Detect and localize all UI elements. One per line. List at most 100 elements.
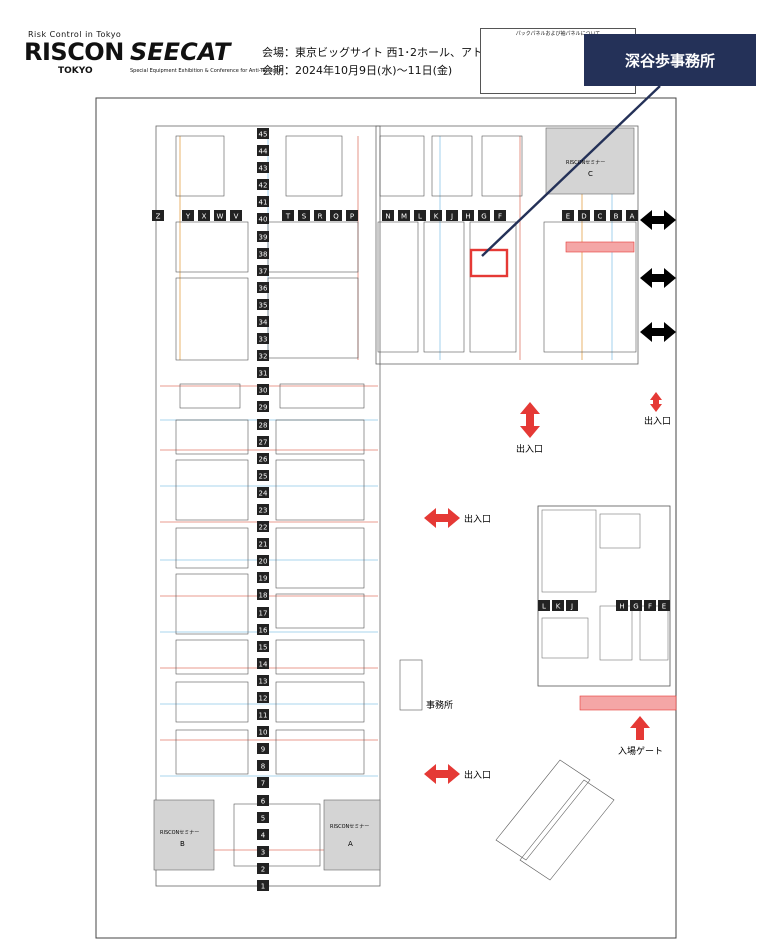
column-letter-P: P (346, 210, 358, 221)
row-number-20: 20 (257, 555, 269, 566)
central-block (233, 803, 321, 867)
hall2-letter-G: G (630, 600, 642, 611)
svg-text:45: 45 (259, 131, 268, 139)
row-number-29: 29 (257, 401, 269, 412)
side-arrows (640, 210, 676, 342)
column-letter-F: F (494, 210, 506, 221)
row-number-28: 28 (257, 419, 269, 430)
hall1-upper-inner (375, 125, 639, 365)
svg-text:2: 2 (261, 866, 265, 874)
row-number-41: 41 (257, 196, 269, 207)
svg-text:39: 39 (259, 234, 268, 242)
booth-callout: 深谷歩事務所 (584, 34, 756, 86)
svg-text:43: 43 (259, 165, 268, 173)
svg-text:K: K (556, 603, 561, 611)
row-number-14: 14 (257, 658, 269, 669)
column-letter-G: G (478, 210, 490, 221)
svg-text:W: W (217, 213, 224, 221)
row-number-16: 16 (257, 624, 269, 635)
svg-text:Z: Z (156, 213, 161, 221)
svg-text:16: 16 (259, 627, 268, 635)
column-letter-K: K (430, 210, 442, 221)
svg-text:E: E (566, 213, 570, 221)
hall2-letter-E: E (658, 600, 670, 611)
seminar-a-letter: A (348, 840, 353, 848)
row-number-3: 3 (257, 846, 269, 857)
svg-text:5: 5 (261, 815, 265, 823)
svg-text:6: 6 (261, 798, 266, 806)
row-number-31: 31 (257, 367, 269, 378)
column-letter-V: V (230, 210, 242, 221)
row-number-8: 8 (257, 760, 269, 771)
svg-text:M: M (401, 213, 407, 221)
entrance-strip (579, 695, 677, 711)
row-number-18: 18 (257, 589, 269, 600)
svg-text:T: T (285, 213, 291, 221)
hall2-letter-H: H (616, 600, 628, 611)
svg-text:31: 31 (259, 370, 268, 378)
row-number-17: 17 (257, 607, 269, 618)
row-number-33: 33 (257, 333, 269, 344)
row-number-40: 40 (257, 213, 269, 224)
svg-text:D: D (581, 213, 586, 221)
svg-text:28: 28 (259, 422, 268, 430)
svg-text:G: G (481, 213, 486, 221)
svg-text:X: X (202, 213, 207, 221)
svg-text:44: 44 (259, 148, 268, 156)
seminar-c-letter: C (588, 170, 593, 178)
svg-text:4: 4 (261, 832, 266, 840)
svg-text:Q: Q (333, 213, 339, 221)
svg-text:14: 14 (259, 661, 268, 669)
office-label: 事務所 (426, 699, 453, 711)
svg-text:15: 15 (259, 644, 268, 652)
exit-label-top: 出入口 (516, 443, 543, 455)
svg-text:32: 32 (259, 353, 268, 361)
entrance-gate-label: 入場ゲート (618, 745, 663, 757)
row-number-15: 15 (257, 641, 269, 652)
row-number-35: 35 (257, 299, 269, 310)
svg-text:29: 29 (259, 404, 268, 412)
svg-text:A: A (630, 213, 635, 221)
row-number-19: 19 (257, 572, 269, 583)
seminar-c-label: RISCONセミナー (566, 160, 605, 166)
svg-text:23: 23 (259, 507, 268, 515)
column-letter-H: H (462, 210, 474, 221)
red-hatched-strip (565, 241, 635, 253)
column-letter-B: B (610, 210, 622, 221)
svg-text:41: 41 (259, 199, 268, 207)
column-letter-Q: Q (330, 210, 342, 221)
svg-text:18: 18 (259, 592, 268, 600)
seminar-area-b (153, 799, 215, 871)
hall1-outline (95, 97, 677, 939)
seminar-a-label: RISCONセミナー (330, 824, 369, 830)
svg-text:B: B (614, 213, 619, 221)
tokyo-logo: TOKYO (58, 66, 93, 76)
row-number-4: 4 (257, 829, 269, 840)
svg-text:34: 34 (259, 319, 268, 327)
row-number-12: 12 (257, 692, 269, 703)
row-number-30: 30 (257, 384, 269, 395)
svg-text:G: G (633, 603, 638, 611)
seminar-area-a (323, 799, 381, 871)
hall2-letter-K: K (552, 600, 564, 611)
row-number-21: 21 (257, 538, 269, 549)
column-letter-J: J (446, 210, 458, 221)
office-block (399, 659, 423, 711)
svg-text:P: P (350, 213, 354, 221)
svg-text:K: K (434, 213, 439, 221)
svg-text:26: 26 (259, 456, 268, 464)
svg-text:7: 7 (261, 780, 265, 788)
row-number-7: 7 (257, 777, 269, 788)
svg-text:27: 27 (259, 439, 268, 447)
svg-text:J: J (570, 603, 573, 611)
svg-text:25: 25 (259, 473, 268, 481)
row-number-column: 4544434241403938373635343332313029282726… (257, 128, 269, 891)
row-number-36: 36 (257, 282, 269, 293)
row-number-22: 22 (257, 521, 269, 532)
header: Risk Control in Tokyo RISCON TOKYO SEECA… (0, 0, 768, 90)
svg-text:H: H (619, 603, 624, 611)
red-arrows (424, 392, 662, 784)
date-text: 会期：2024年10月9日(水)～11日(金) (262, 64, 453, 77)
exit-label-bottom: 出入口 (464, 769, 491, 781)
